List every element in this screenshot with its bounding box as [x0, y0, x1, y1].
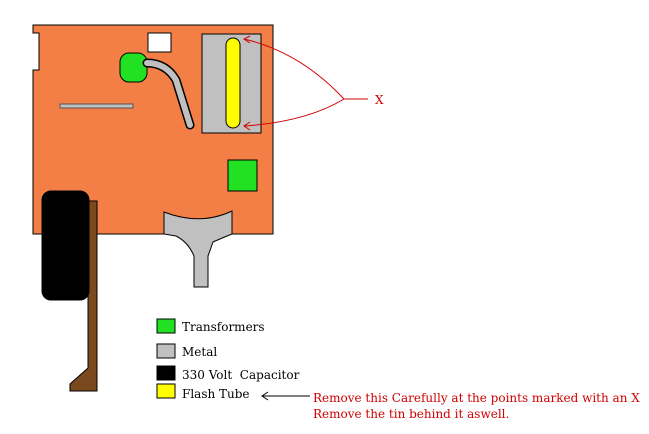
- arrowhead-bottom: [243, 121, 251, 131]
- arrowhead-top: [243, 35, 251, 44]
- note-arrow-head: [261, 391, 269, 401]
- brown-bracket: [69, 200, 98, 392]
- transformer-top: [119, 52, 148, 83]
- note-arrow: [261, 391, 310, 401]
- instruction-line-2: Remove the tin behind it aswell.: [313, 407, 509, 421]
- x-marker: X: [375, 93, 384, 107]
- flat-bar: [59, 103, 134, 109]
- legend-swatch-transformers: [156, 318, 176, 334]
- flash-tube: [225, 37, 241, 129]
- legend-label-transformers: Transformers: [182, 320, 265, 334]
- callout-lines: [243, 35, 368, 131]
- legend-swatch-capacitor: [156, 365, 176, 381]
- legend-swatch-flash-tube: [156, 383, 176, 399]
- bent-wire-inner: [144, 60, 193, 128]
- callout-line-bottom: [243, 98, 345, 127]
- metal-reflector: [163, 210, 233, 288]
- legend: Transformers Metal 330 Volt Capacitor Fl…: [156, 318, 300, 401]
- legend-label-metal: Metal: [182, 345, 217, 359]
- capacitor-330v: [41, 190, 90, 301]
- legend-swatch-metal: [156, 343, 176, 359]
- instruction-line-1: Remove this Carefully at the points mark…: [313, 391, 640, 405]
- white-component: [147, 32, 172, 53]
- legend-label-capacitor: 330 Volt Capacitor: [182, 368, 300, 382]
- callout-line-top: [243, 38, 345, 100]
- legend-label-flash-tube: Flash Tube: [182, 387, 250, 401]
- transformer-bottom: [227, 159, 258, 192]
